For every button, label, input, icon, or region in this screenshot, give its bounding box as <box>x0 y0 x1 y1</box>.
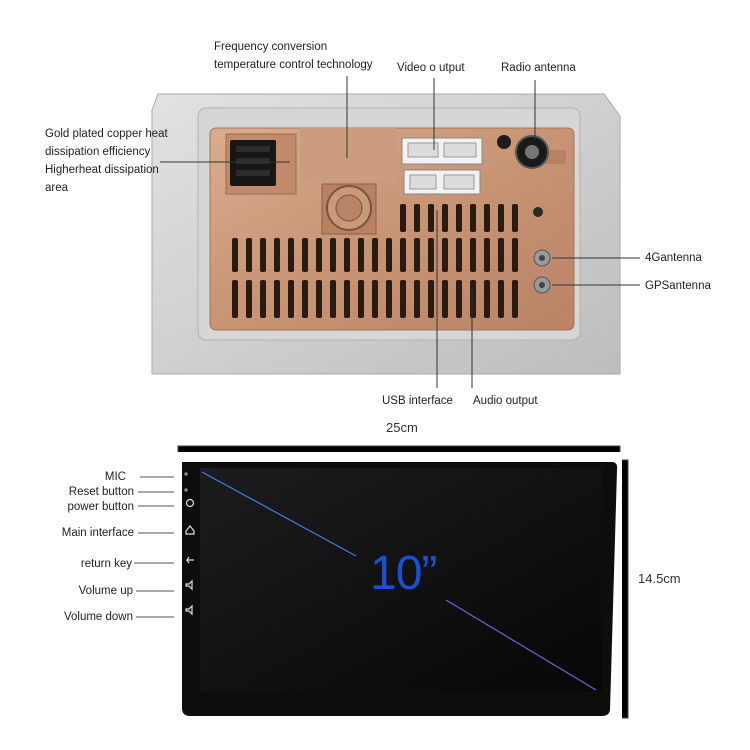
fin-slot <box>498 280 504 318</box>
volume-up-label: Volume up <box>78 585 133 597</box>
radio-antenna-port <box>497 135 549 217</box>
fin-slot <box>456 204 462 232</box>
dimension-width <box>177 445 621 452</box>
4g-antenna-label: 4Gantenna <box>645 252 702 264</box>
power-icon <box>185 498 195 508</box>
height-dimension-label: 14.5cm <box>638 571 681 586</box>
fin-slot <box>386 238 392 272</box>
fin-slot <box>470 280 476 318</box>
fin-slot <box>484 280 490 318</box>
fin-slot <box>344 238 350 272</box>
side-buttons <box>185 498 195 616</box>
width-dimension-label: 25cm <box>386 420 418 435</box>
fin-slot <box>414 204 420 232</box>
fin-slot <box>288 280 294 318</box>
fin-slot <box>498 204 504 232</box>
fin-slot <box>274 238 280 272</box>
fin-slot <box>246 280 252 318</box>
video-output-connector <box>401 137 483 195</box>
frequency-label-line2: temperature control technology <box>214 59 373 71</box>
return-key-label: return key <box>80 558 132 570</box>
gold-label-line3: Higherheat dissipation <box>45 164 159 176</box>
mic-reset-dots <box>184 472 188 492</box>
fin-slot <box>428 238 434 272</box>
usb-interface-label: USB interface <box>382 395 453 407</box>
fin-slot <box>358 280 364 318</box>
power-button-label: power button <box>67 501 135 513</box>
gps-antenna-label: GPSantenna <box>645 280 711 292</box>
fin-slot <box>414 238 420 272</box>
fin-slot <box>484 204 490 232</box>
fin-slot <box>344 280 350 318</box>
leader-lines-top <box>160 76 640 388</box>
fin-slot <box>358 238 364 272</box>
fin-slot <box>246 238 252 272</box>
fin-slot <box>442 280 448 318</box>
gold-label-line2: dissipation efficiency <box>45 146 151 158</box>
fin-slot <box>428 280 434 318</box>
tablet-screen <box>182 462 618 716</box>
volume-down-label: Volume down <box>63 611 133 623</box>
fin-slot <box>512 280 518 318</box>
fin-slot <box>498 238 504 272</box>
gold-label-line1: Gold plated copper heat <box>45 128 168 140</box>
main-interface-label: Main interface <box>61 527 134 539</box>
fin-slot <box>260 238 266 272</box>
reset-button-label: Reset button <box>68 486 134 498</box>
fin-slot <box>456 280 462 318</box>
fin-slot <box>274 280 280 318</box>
home-icon <box>185 525 195 535</box>
fin-slot <box>316 280 322 318</box>
fin-slot <box>372 238 378 272</box>
fin-slot <box>232 280 238 318</box>
fin-slot <box>330 238 336 272</box>
mic-label: MIC <box>104 471 126 483</box>
radio-antenna-label: Radio antenna <box>501 62 576 74</box>
fin-slot <box>442 204 448 232</box>
fin-slot <box>512 204 518 232</box>
fin-slot <box>372 280 378 318</box>
fin-slot <box>456 238 462 272</box>
fin-slot <box>316 238 322 272</box>
dimension-height <box>622 459 629 719</box>
fin-slot <box>288 238 294 272</box>
fin-slot <box>330 280 336 318</box>
fin-slot <box>400 204 406 232</box>
gold-label-line4: area <box>45 182 69 194</box>
fin-slot <box>232 238 238 272</box>
fin-slot <box>414 280 420 318</box>
fin-slot <box>302 238 308 272</box>
cooling-fan <box>321 183 377 235</box>
volume-up-icon <box>185 579 193 591</box>
fin-slot <box>470 204 476 232</box>
screen-size-label: 10” <box>370 547 437 600</box>
video-output-label: Video o utput <box>397 62 465 74</box>
4g-antenna-jack <box>533 249 551 267</box>
volume-down-icon <box>185 604 193 616</box>
fin-slot <box>442 238 448 272</box>
leader-lines-bottom <box>134 476 174 618</box>
harness-connector <box>230 140 276 186</box>
fin-slot <box>386 280 392 318</box>
fin-slot <box>484 238 490 272</box>
fin-slot <box>400 238 406 272</box>
return-icon <box>185 556 194 564</box>
audio-output-label: Audio output <box>473 395 538 407</box>
fin-slot <box>428 204 434 232</box>
fin-slot <box>400 280 406 318</box>
fin-slot <box>512 238 518 272</box>
gps-antenna-jack <box>533 276 551 294</box>
frequency-label-line1: Frequency conversion <box>214 41 328 53</box>
fin-slot <box>302 280 308 318</box>
fin-slot <box>470 238 476 272</box>
fin-slot <box>260 280 266 318</box>
